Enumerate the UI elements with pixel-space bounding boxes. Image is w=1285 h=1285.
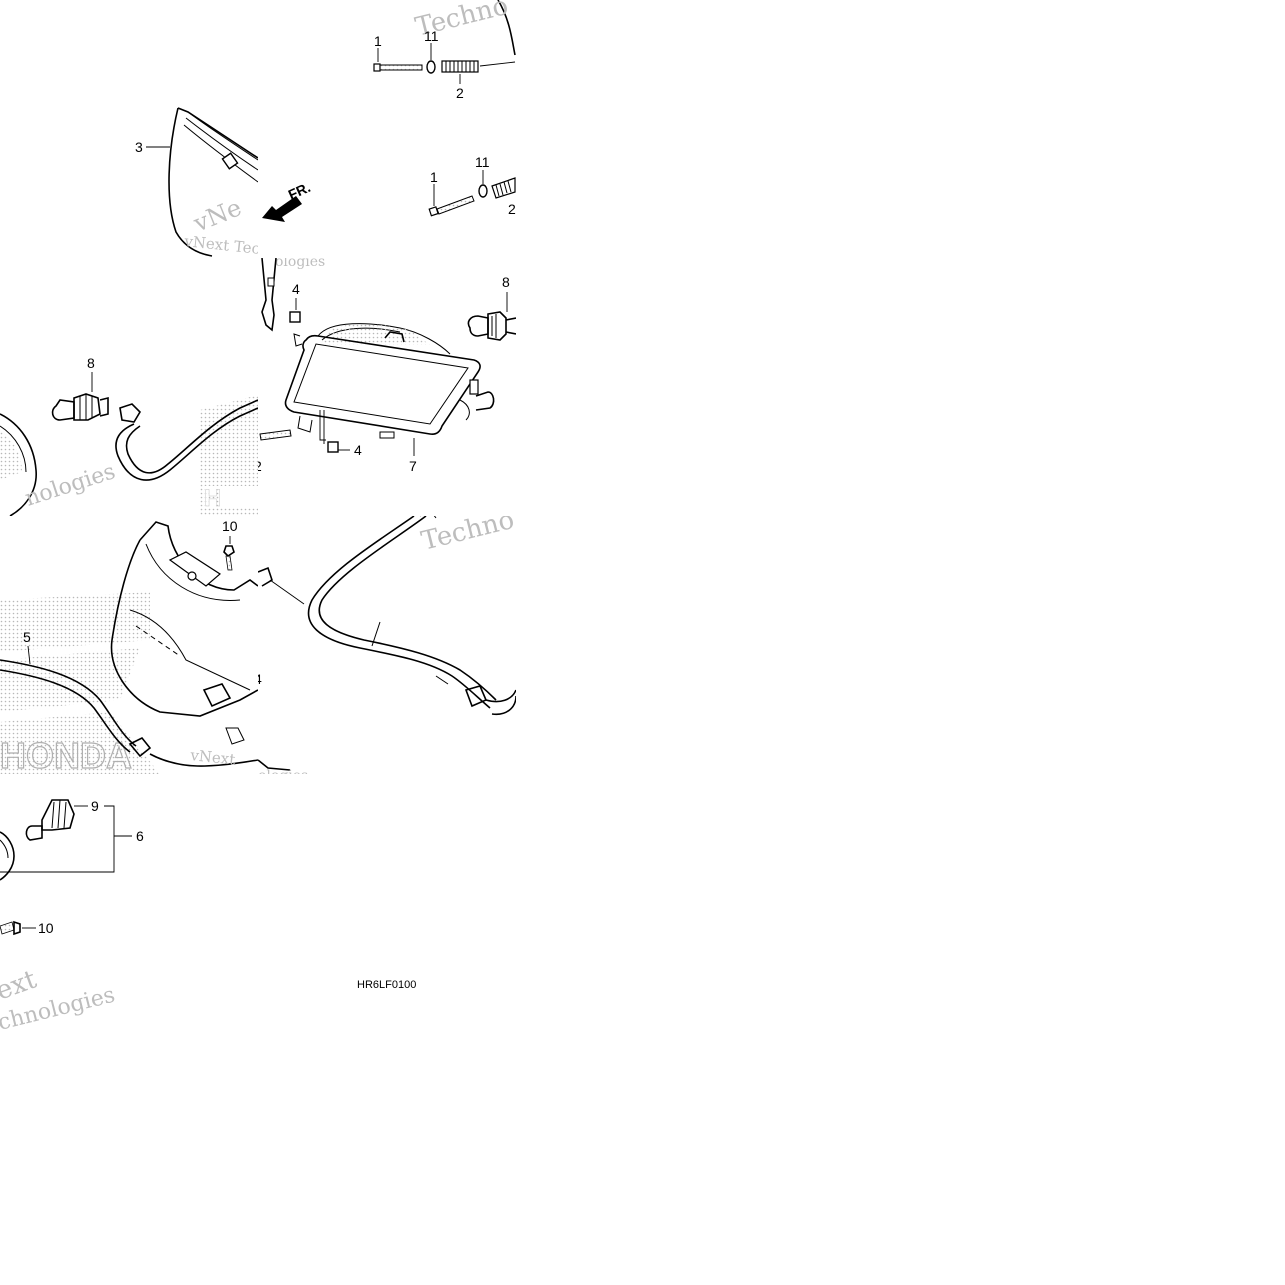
bulb-small	[25, 799, 75, 841]
front-direction-arrow: FR.	[262, 179, 313, 222]
callout-number: 7	[409, 458, 417, 474]
callout-number: 2	[508, 201, 516, 217]
svg-text:HONDA: HONDA	[0, 735, 132, 776]
bolt-lower	[428, 195, 475, 217]
bolt-upper	[373, 63, 423, 72]
washer-upper	[426, 60, 436, 74]
direction-label: FR.	[286, 179, 313, 203]
tile-top-right: Techno 1 11 2 1 11 2	[373, 0, 516, 217]
callout-number: 4	[354, 442, 362, 458]
tile-middle-right: ologies 4	[254, 254, 516, 474]
callout-number: 10	[38, 920, 54, 936]
callout-number: 1	[430, 169, 438, 185]
callout-number: 4	[254, 671, 262, 687]
spring-lower	[491, 177, 516, 199]
callout-number: 11	[424, 28, 439, 44]
callout-number: 2	[456, 85, 464, 101]
screw-upper	[223, 545, 235, 571]
callout-number: 10	[222, 518, 238, 534]
tile-bottom-right: Techno 4 ologies	[254, 505, 517, 784]
bulb-right	[467, 311, 516, 341]
nut-lower	[327, 441, 339, 453]
lens-cover	[168, 107, 258, 257]
tile-bottom-left: HONDA 10 5 vNext	[0, 518, 258, 776]
watermark-text: nologies	[22, 459, 118, 512]
bulb-left	[51, 393, 109, 421]
watermark-text: vNe	[189, 193, 246, 238]
callout-number: 5	[23, 629, 31, 645]
svg-text:H: H	[204, 485, 221, 512]
callout-number: 4	[292, 281, 300, 297]
watermark-text: vNext	[189, 746, 237, 769]
screw-lower	[0, 920, 21, 936]
callout-number: 3	[135, 139, 143, 155]
callout-number: 8	[87, 355, 95, 371]
callout-number: 2	[254, 458, 262, 474]
callout-number: 1	[374, 33, 382, 49]
watermark-text: Techno	[418, 505, 517, 557]
watermark-text: ologies	[258, 768, 308, 784]
figure-code: HR6LF0100	[357, 979, 416, 991]
washer-lower	[478, 184, 488, 198]
tile-top-left: 3 vNext Tec vNe	[135, 107, 261, 258]
headlight-unit	[284, 323, 495, 439]
tile-bottom-strip: 9 6 10 ext chnologies HR6LF0100	[0, 798, 416, 1036]
tile-middle-left: H nologies 8	[0, 355, 258, 516]
watermark-text: vNext Tec	[183, 232, 261, 258]
callout-number: 9	[91, 798, 99, 814]
callout-number: 6	[136, 828, 144, 844]
spring-upper	[441, 60, 479, 73]
callout-number: 8	[502, 274, 510, 290]
headlight-housing	[110, 521, 258, 745]
watermark-text: ext	[0, 964, 41, 1006]
nut-upper	[289, 311, 301, 323]
watermark-text: ologies	[275, 254, 325, 270]
callout-number: 11	[475, 154, 490, 170]
